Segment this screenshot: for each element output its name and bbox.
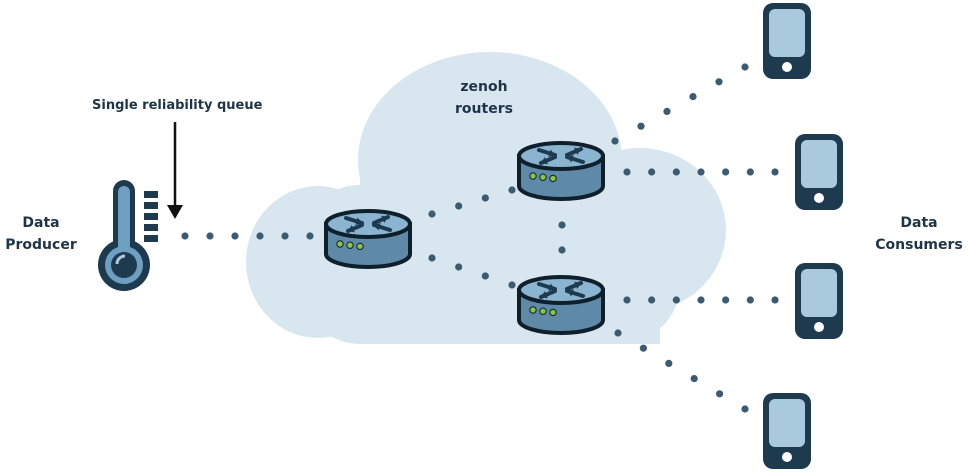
thermometer-icon (98, 180, 150, 291)
link-dot (639, 344, 648, 352)
link-dot (663, 107, 671, 115)
link-dot (428, 210, 436, 218)
link-dot (722, 168, 730, 176)
link-dot (746, 168, 754, 176)
link-dot (231, 232, 239, 240)
link-dot (697, 296, 705, 304)
routers-label: zenoh routers (434, 76, 534, 120)
link-dot (508, 186, 516, 194)
link-dot (771, 168, 779, 176)
link-dot (508, 281, 516, 289)
link-dot (455, 202, 463, 210)
link-dot (689, 93, 697, 101)
routers-label-line2: routers (455, 101, 513, 117)
producer-label-line2: Producer (5, 237, 77, 253)
link-dot (455, 263, 463, 271)
link-dot (206, 232, 214, 240)
queue-arrow (167, 122, 183, 219)
link-dot (741, 63, 749, 71)
link-dot (481, 194, 489, 202)
link-dot (256, 232, 264, 240)
link-dot (697, 168, 705, 176)
link-dot (672, 296, 680, 304)
consumers-label-line2: Consumers (875, 237, 963, 253)
routers-label-line1: zenoh (460, 79, 508, 95)
producer-label: Data Producer (2, 212, 80, 256)
link-dot (690, 375, 698, 383)
link-dot (281, 232, 289, 240)
link-dot (481, 272, 489, 280)
consumers-label-line1: Data (900, 215, 938, 231)
phone-icon (795, 134, 843, 210)
link-dot (558, 221, 566, 229)
phone-icon (763, 393, 811, 469)
phone-icon (795, 263, 843, 339)
link-dot (623, 168, 631, 176)
link-dot (665, 359, 673, 367)
producer-label-line1: Data (22, 215, 60, 231)
link-dot (614, 329, 622, 337)
queue-label: Single reliability queue (92, 98, 263, 113)
consumer-devices (763, 3, 843, 469)
link-dot (611, 137, 619, 145)
link-dot (623, 296, 631, 304)
router-icon (517, 141, 605, 201)
link-dot (672, 168, 680, 176)
zenoh-routers (324, 141, 605, 335)
reliability-queue-icon (144, 191, 158, 242)
router-icon (517, 275, 605, 335)
link-dot (771, 296, 779, 304)
link-dot (741, 405, 749, 413)
link-dot (648, 168, 656, 176)
link-dot (181, 232, 189, 240)
link-dot (306, 232, 314, 240)
router-icon (324, 209, 412, 269)
phone-icon (763, 3, 811, 79)
dotted-links (181, 63, 779, 413)
link-dot (558, 246, 566, 254)
link-dot (648, 296, 656, 304)
link-dot (722, 296, 730, 304)
consumers-label: Data Consumers (872, 212, 966, 256)
link-dot (716, 390, 724, 398)
link-dot (637, 122, 645, 130)
link-dot (746, 296, 754, 304)
link-dot (428, 254, 436, 262)
link-dot (715, 78, 723, 86)
